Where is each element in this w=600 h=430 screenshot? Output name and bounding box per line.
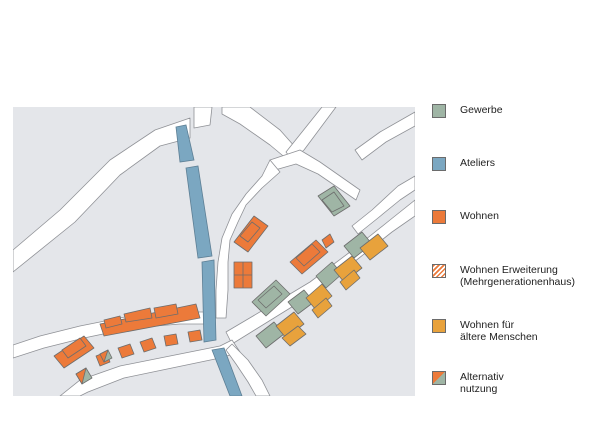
building-aeltere-2 — [333, 255, 363, 283]
legend-item-ateliers: Ateliers — [432, 157, 495, 171]
legend-item-gewerbe: Gewerbe — [432, 104, 503, 118]
canal — [175, 124, 243, 396]
legend-label-wohnen-erweiterung: Wohnen Erweiterung (Mehrgenerationenhaus… — [460, 264, 575, 288]
legend-item-wohnen-erweiterung: Wohnen Erweiterung (Mehrgenerationenhaus… — [432, 264, 575, 288]
canal-upper — [175, 124, 195, 163]
road-north-vertical — [193, 107, 213, 129]
alternativnutzung-swatch — [432, 371, 446, 385]
building-east-small — [321, 233, 335, 249]
building-aeltere-1 — [359, 233, 389, 261]
legend-label-wohnen-aeltere: Wohnen für ältere Menschen — [460, 319, 538, 343]
road-northwest — [13, 117, 191, 273]
buildings — [53, 185, 389, 385]
building-west-small-3 — [139, 337, 157, 353]
canal-lower — [201, 259, 217, 343]
building-west-small-4 — [163, 333, 179, 347]
building-aeltere-4 — [275, 311, 305, 339]
building-west-small-2 — [117, 343, 135, 359]
buildings-wohnen-aeltere — [275, 233, 389, 347]
legend-label-gewerbe: Gewerbe — [460, 104, 503, 116]
road-curving-down — [215, 159, 281, 319]
buildings-wohnen — [53, 215, 335, 369]
road-east-branch — [351, 175, 415, 235]
wohnen-aeltere-swatch — [432, 319, 446, 333]
legend-label-wohnen: Wohnen — [460, 210, 499, 222]
legend-item-alternativnutzung: Alternativ nutzung — [432, 371, 504, 395]
legend-label-alternativnutzung: Alternativ nutzung — [460, 371, 504, 395]
road-east-upper — [354, 111, 415, 161]
legend-item-wohnen: Wohnen — [432, 210, 499, 224]
gewerbe-swatch — [432, 104, 446, 118]
legend-item-wohnen-aeltere: Wohnen für ältere Menschen — [432, 319, 538, 343]
building-west-small-5 — [187, 329, 203, 343]
wohnen-erweiterung-swatch — [432, 264, 446, 278]
road-south-branch — [225, 343, 271, 396]
building-aeltere-3 — [305, 283, 333, 311]
legend-label-ateliers: Ateliers — [460, 157, 496, 169]
buildings-alternativnutzung — [75, 349, 113, 385]
canal-middle — [185, 165, 213, 259]
ateliers-swatch — [432, 157, 446, 171]
canal-bottom — [211, 347, 243, 396]
wohnen-swatch — [432, 210, 446, 224]
